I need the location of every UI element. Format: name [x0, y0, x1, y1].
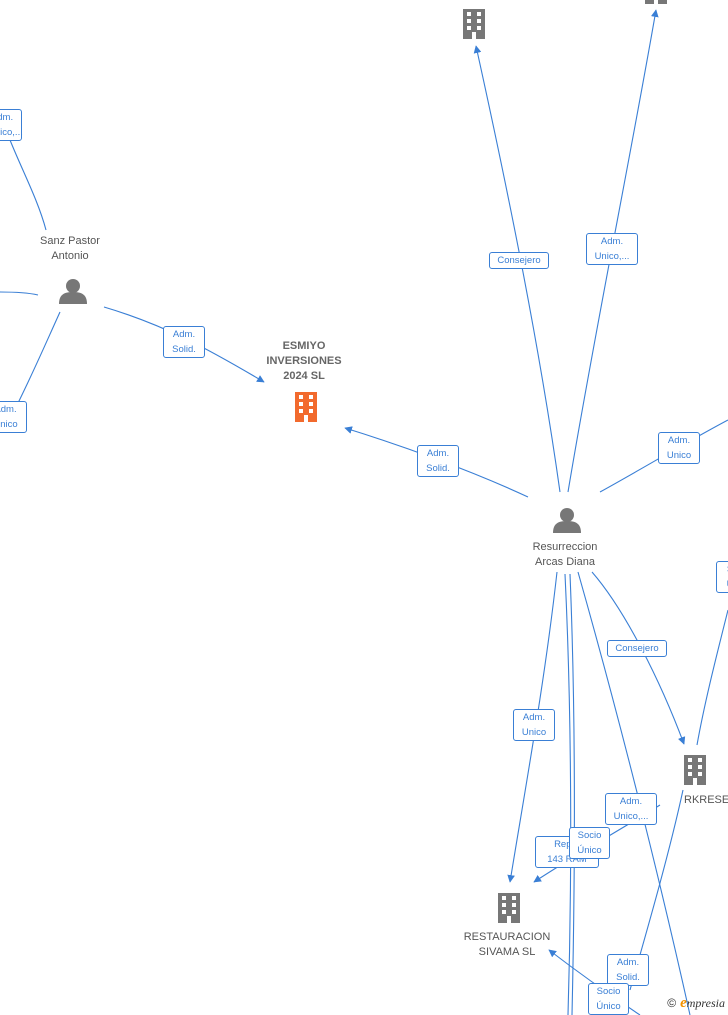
edge-label-res-admunico-right: Adm. Unico: [658, 432, 700, 464]
copyright-symbol: ©: [667, 996, 677, 1010]
edge-res-down-1: [564, 573, 572, 1015]
edge-socio-restauracion: [548, 949, 641, 1015]
edge-res-rk: [591, 571, 686, 745]
edge-sanz-left: [0, 291, 39, 296]
edge-label-res-esmiyo: Adm. Solid.: [417, 445, 459, 477]
edge-label-adm-unico-rk: Adm. Unico,...: [605, 793, 657, 825]
building-icon-top-right[interactable]: [645, 0, 667, 4]
edge-label-sanz-left: Adm. Unico: [0, 401, 27, 433]
empresia-brand-logo: ©empresia: [667, 995, 725, 1012]
edge-label-right-edge: S U: [716, 561, 728, 593]
edge-label-res-consejero-top: Consejero: [489, 252, 549, 269]
brand-name: mpresia: [686, 996, 725, 1010]
node-label-restauracion[interactable]: RESTAURACION SIVAMA SL: [463, 931, 551, 958]
person-icon-sanz[interactable]: [59, 279, 87, 304]
building-icon-restauracion[interactable]: [498, 893, 520, 923]
edge-label-res-admunico-rest: Adm. Unico: [513, 709, 555, 741]
building-icon-rkresearch[interactable]: [684, 755, 706, 785]
edge-label-res-consejero-rk: Consejero: [607, 640, 667, 657]
edge-res-consejero-top: [473, 45, 561, 493]
edge-label-socio-unico-2: Socio Único: [588, 983, 629, 1015]
building-icon-top[interactable]: [463, 9, 485, 39]
node-label-resurreccion[interactable]: Resurreccion Arcas Diana: [532, 541, 598, 568]
edge-rk-right: [696, 609, 728, 746]
building-icon-esmiyo[interactable]: [295, 392, 317, 422]
edge-label-socio-unico-1: Socio Único: [569, 827, 610, 859]
node-label-rkresearch[interactable]: RKRESEARCH: [684, 794, 728, 806]
edge-label-adm-solid-bottom: Adm. Solid.: [607, 954, 649, 986]
edge-label-sanz-top: Adm. Unico,...: [0, 109, 23, 141]
node-label-esmiyo[interactable]: ESMIYO INVERSIONES 2024 SL: [266, 340, 342, 382]
edge-label-res-admunico-top: Adm. Unico,...: [586, 233, 638, 265]
brand-e: e: [680, 995, 687, 1011]
node-label-sanz[interactable]: Sanz Pastor Antonio: [40, 235, 100, 262]
edge-sanz-top: [9, 139, 47, 231]
person-icon-resurreccion[interactable]: [553, 508, 581, 533]
edge-res-down-2: [569, 573, 575, 1015]
edge-label-sanz-esmiyo: Adm. Solid.: [163, 326, 205, 358]
edge-sanz-bottom: [11, 311, 61, 416]
